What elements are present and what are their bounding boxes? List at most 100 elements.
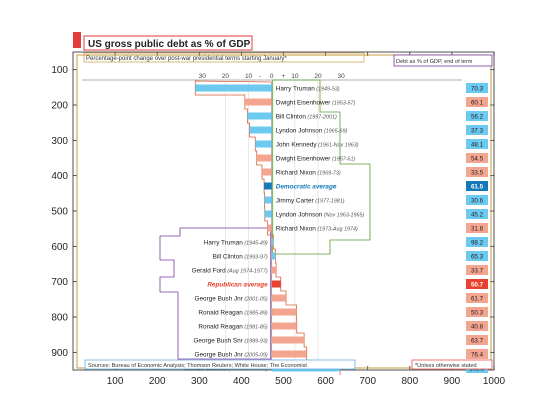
debt-value: 31.8 [471,226,484,233]
term-bar [264,210,272,218]
debt-value: 60.1 [471,100,484,107]
term-label: George Bush Jnr (2001-05) [195,296,268,303]
term-years: (1953-57) [330,101,355,107]
term-bar [271,266,277,274]
x-tick-label: 300 [191,376,208,387]
term-name: Bill Clinton [213,254,244,261]
chart-title: US gross public debt as % of GDP [88,39,251,50]
top-scale-label: 20 [314,73,322,80]
term-label: Bill Clinton (1993-97) [213,254,268,261]
debt-column: 70.360.156.237.348.154.533.561.530.645.2… [466,83,488,373]
debt-cell [466,153,488,163]
y-tick-label: 100 [51,65,68,76]
debt-cell [466,167,488,177]
term-years: (1957-61) [330,157,355,163]
term-years: (1969-73) [316,171,341,177]
debt-cell [466,209,488,219]
top-scale-label: 0 [270,73,274,80]
term-name: Dwight Eisenhower [276,100,332,107]
x-tick-label: 800 [401,376,418,387]
title-box [83,35,253,51]
x-tick-label: 700 [359,376,376,387]
debt-cell [466,335,488,345]
top-scale-label: 30 [338,73,346,80]
term-name: Jimmy Carter [276,198,315,205]
top-scale-label: 30 [199,73,207,80]
term-name: Bill Clinton [276,114,307,121]
debt-cell [466,125,488,135]
term-bar [267,224,272,232]
term-bar [271,322,297,330]
top-scale-label: + [281,73,285,80]
debt-value: 45.2 [471,212,484,219]
x-tick-label: 1000 [483,376,506,387]
term-label: Jimmy Carter (1977-1981) [276,198,345,205]
term-name: George Bush Jnr [195,296,244,303]
term-years: (1961-Nov 1963) [317,143,359,149]
term-years: (1945-49) [243,241,268,247]
y-tick-label: 200 [51,101,68,112]
term-bar [271,336,305,344]
chart-subtitle: Percentage-point change over post-war pr… [86,56,287,62]
debt-cell [466,237,488,247]
debt-cell [466,111,488,121]
debt-cell [466,195,488,205]
x-tick-label: 400 [233,376,250,387]
x-tick-label: 200 [149,376,166,387]
term-name: Democratic average [276,184,337,191]
term-name: Richard Nixon [276,226,317,233]
term-name: Gerald Ford [192,268,227,275]
debt-cell [466,307,488,317]
top-scale-label: - [259,73,261,80]
x-tick-label: 500 [275,376,292,387]
term-years: (1993-97) [243,255,268,261]
democrat-group-outline [272,79,371,255]
term-bar [256,154,272,162]
debt-value: 48.1 [471,142,484,149]
term-bar [264,196,272,204]
term-label: George Bush Snr (1989-93) [193,338,267,345]
term-name: Richard Nixon [276,170,317,177]
term-name: Lyndon Johnson [276,212,323,219]
term-years: (1949-53) [315,87,340,93]
term-name: Dwight Eisenhower [276,156,332,163]
debt-cell [466,139,488,149]
term-bar [271,294,287,302]
debt-value: 40.8 [471,324,484,331]
source-text: Sources: Bureau of Economic Analysis; Th… [88,363,307,369]
term-name: George Bush Jnr [195,352,244,359]
footnote-text: *Unless otherwise stated [415,363,477,369]
x-tick-label: 600 [317,376,334,387]
republican-group-outline [159,227,272,360]
term-label: Harry Truman (1949-53) [276,86,340,93]
term-label: Lyndon Johnson (1965-69) [276,128,348,135]
title-marker [73,32,81,48]
debt-value: 76.4 [471,352,484,359]
x-tick-label: 100 [107,376,124,387]
term-label: Democratic average [276,184,337,191]
term-name: John Kennedy [276,142,318,149]
term-bar [261,168,272,176]
term-name: Ronald Reagan [198,310,243,317]
y-tick-label: 400 [51,171,68,182]
term-years: (Nov 1963-1965) [322,213,364,219]
debt-value: 70.3 [471,86,484,93]
term-bar [264,182,272,190]
y-tick-label: 600 [51,242,68,253]
debt-value: 61.5 [471,184,484,191]
y-tick-label: 800 [51,313,68,324]
term-label: Republican average [207,282,268,289]
term-years: (1965-69) [322,129,347,135]
debt-cell [466,83,488,93]
debt-value: 33.7 [471,268,484,275]
debt-cell [466,293,488,303]
top-scale-label: 10 [291,73,299,80]
term-years: (2001-05) [243,297,268,303]
term-label: Harry Truman (1945-49) [204,240,268,247]
term-name: Harry Truman [204,240,244,247]
term-label: Ronald Reagan (1981-85) [198,324,267,331]
term-bar [271,252,276,260]
term-name: Ronald Reagan [198,324,243,331]
